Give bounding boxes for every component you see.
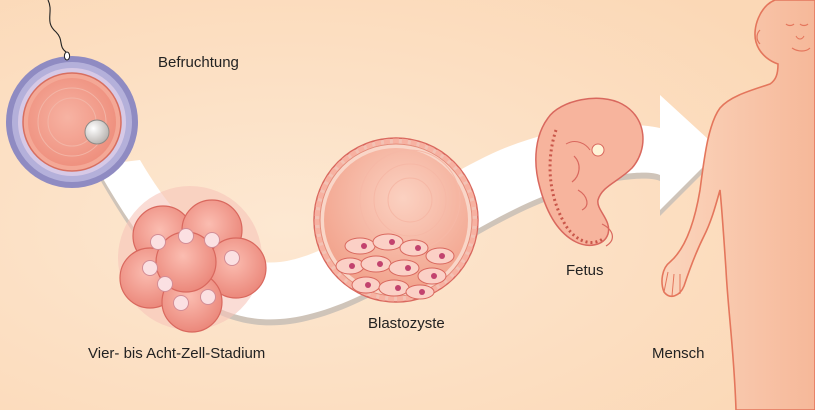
label-human: Mensch [652, 345, 705, 362]
label-four-to-eight-cell-stage: Vier- bis Acht-Zell-Stadium [88, 345, 265, 362]
blastocyst [314, 138, 478, 302]
label-fertilization: Befruchtung [158, 54, 239, 71]
label-fetus: Fetus [566, 262, 604, 279]
label-blastocyst: Blastozyste [368, 315, 445, 332]
